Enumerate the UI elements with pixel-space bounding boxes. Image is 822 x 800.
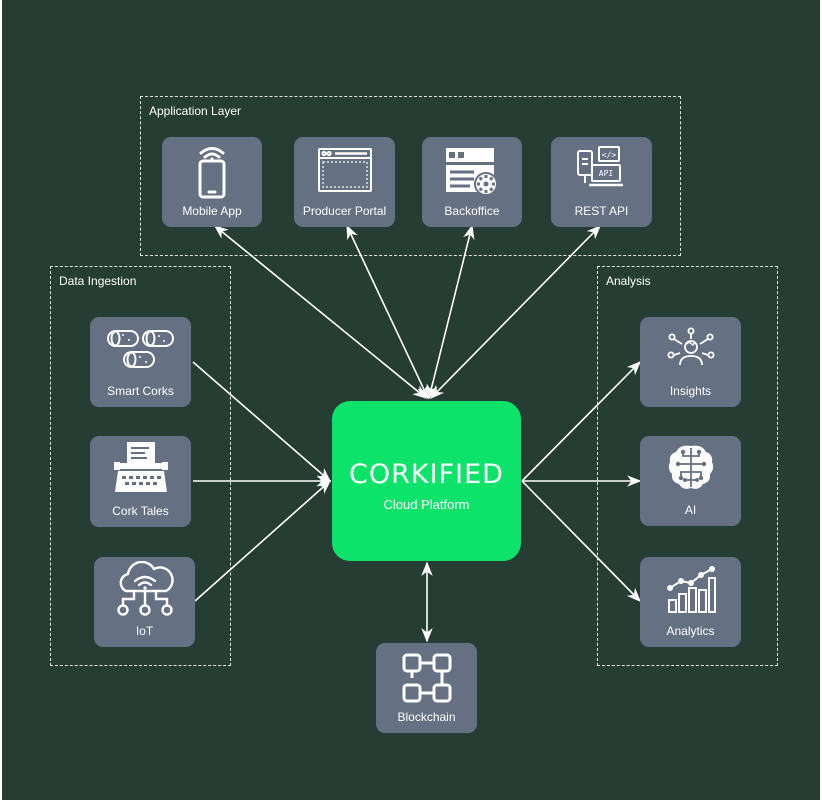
arrow-iot xyxy=(194,480,332,602)
analytics-node[interactable]: Analytics xyxy=(640,557,741,647)
smart-corks-node[interactable]: Smart Corks xyxy=(90,317,191,407)
arrow-insights xyxy=(521,360,642,482)
group-label: Data Ingestion xyxy=(59,274,137,288)
svg-text:</>: </> xyxy=(601,151,616,160)
mobile-wifi-icon xyxy=(198,147,226,199)
node-label: Producer Portal xyxy=(302,204,387,218)
node-label: IoT xyxy=(135,624,154,638)
rest-api-node[interactable]: </> API REST API xyxy=(551,137,652,227)
arrow-backoffice xyxy=(426,224,475,400)
arrow-smart-corks xyxy=(192,361,332,482)
blockchain-node[interactable]: Blockchain xyxy=(376,643,477,733)
cloud-network-icon xyxy=(116,561,174,616)
node-label: Smart Corks xyxy=(107,384,174,398)
node-label: Mobile App xyxy=(182,204,242,218)
typewriter-icon xyxy=(113,442,168,492)
platform-subtitle: Cloud Platform xyxy=(383,497,470,512)
node-label: AI xyxy=(684,503,697,517)
iot-node[interactable]: IoT xyxy=(94,557,195,647)
chain-links-icon xyxy=(402,653,451,703)
arrow-analytics xyxy=(521,480,642,603)
arrow-mobile-app xyxy=(213,225,428,399)
analysis-group: Analysis xyxy=(597,266,778,666)
node-label: Cork Tales xyxy=(112,504,169,518)
corkified-platform[interactable]: CORKIFIED Cloud Platform xyxy=(332,401,521,561)
node-label: Analytics xyxy=(666,624,715,638)
mobile-app-node[interactable]: Mobile App xyxy=(162,137,262,227)
bar-trend-icon xyxy=(666,566,716,613)
insights-node[interactable]: Insights xyxy=(640,317,741,407)
ai-node[interactable]: AI xyxy=(640,436,741,526)
node-label: Insights xyxy=(669,384,712,398)
group-label: Analysis xyxy=(606,274,651,288)
data-ingestion-group: Data Ingestion xyxy=(50,266,231,666)
node-label: REST API xyxy=(574,204,629,218)
arrow-producer-portal xyxy=(346,224,429,400)
platform-logo: CORKIFIED xyxy=(349,459,504,490)
person-network-icon xyxy=(667,327,715,366)
browser-window-icon xyxy=(317,148,372,192)
group-label: Application Layer xyxy=(149,104,242,118)
api-devices-icon: </> API xyxy=(576,146,623,187)
cork-tales-node[interactable]: Cork Tales xyxy=(90,436,191,527)
node-label: Backoffice xyxy=(444,204,500,218)
server-gear-icon xyxy=(446,148,498,196)
arrow-rest-api xyxy=(429,224,602,400)
producer-portal-node[interactable]: Producer Portal xyxy=(294,137,395,227)
brain-circuit-icon xyxy=(668,445,713,489)
svg-text:API: API xyxy=(598,169,613,178)
node-label: Blockchain xyxy=(397,710,456,724)
corks-icon xyxy=(106,330,174,368)
backoffice-node[interactable]: Backoffice xyxy=(422,137,522,227)
